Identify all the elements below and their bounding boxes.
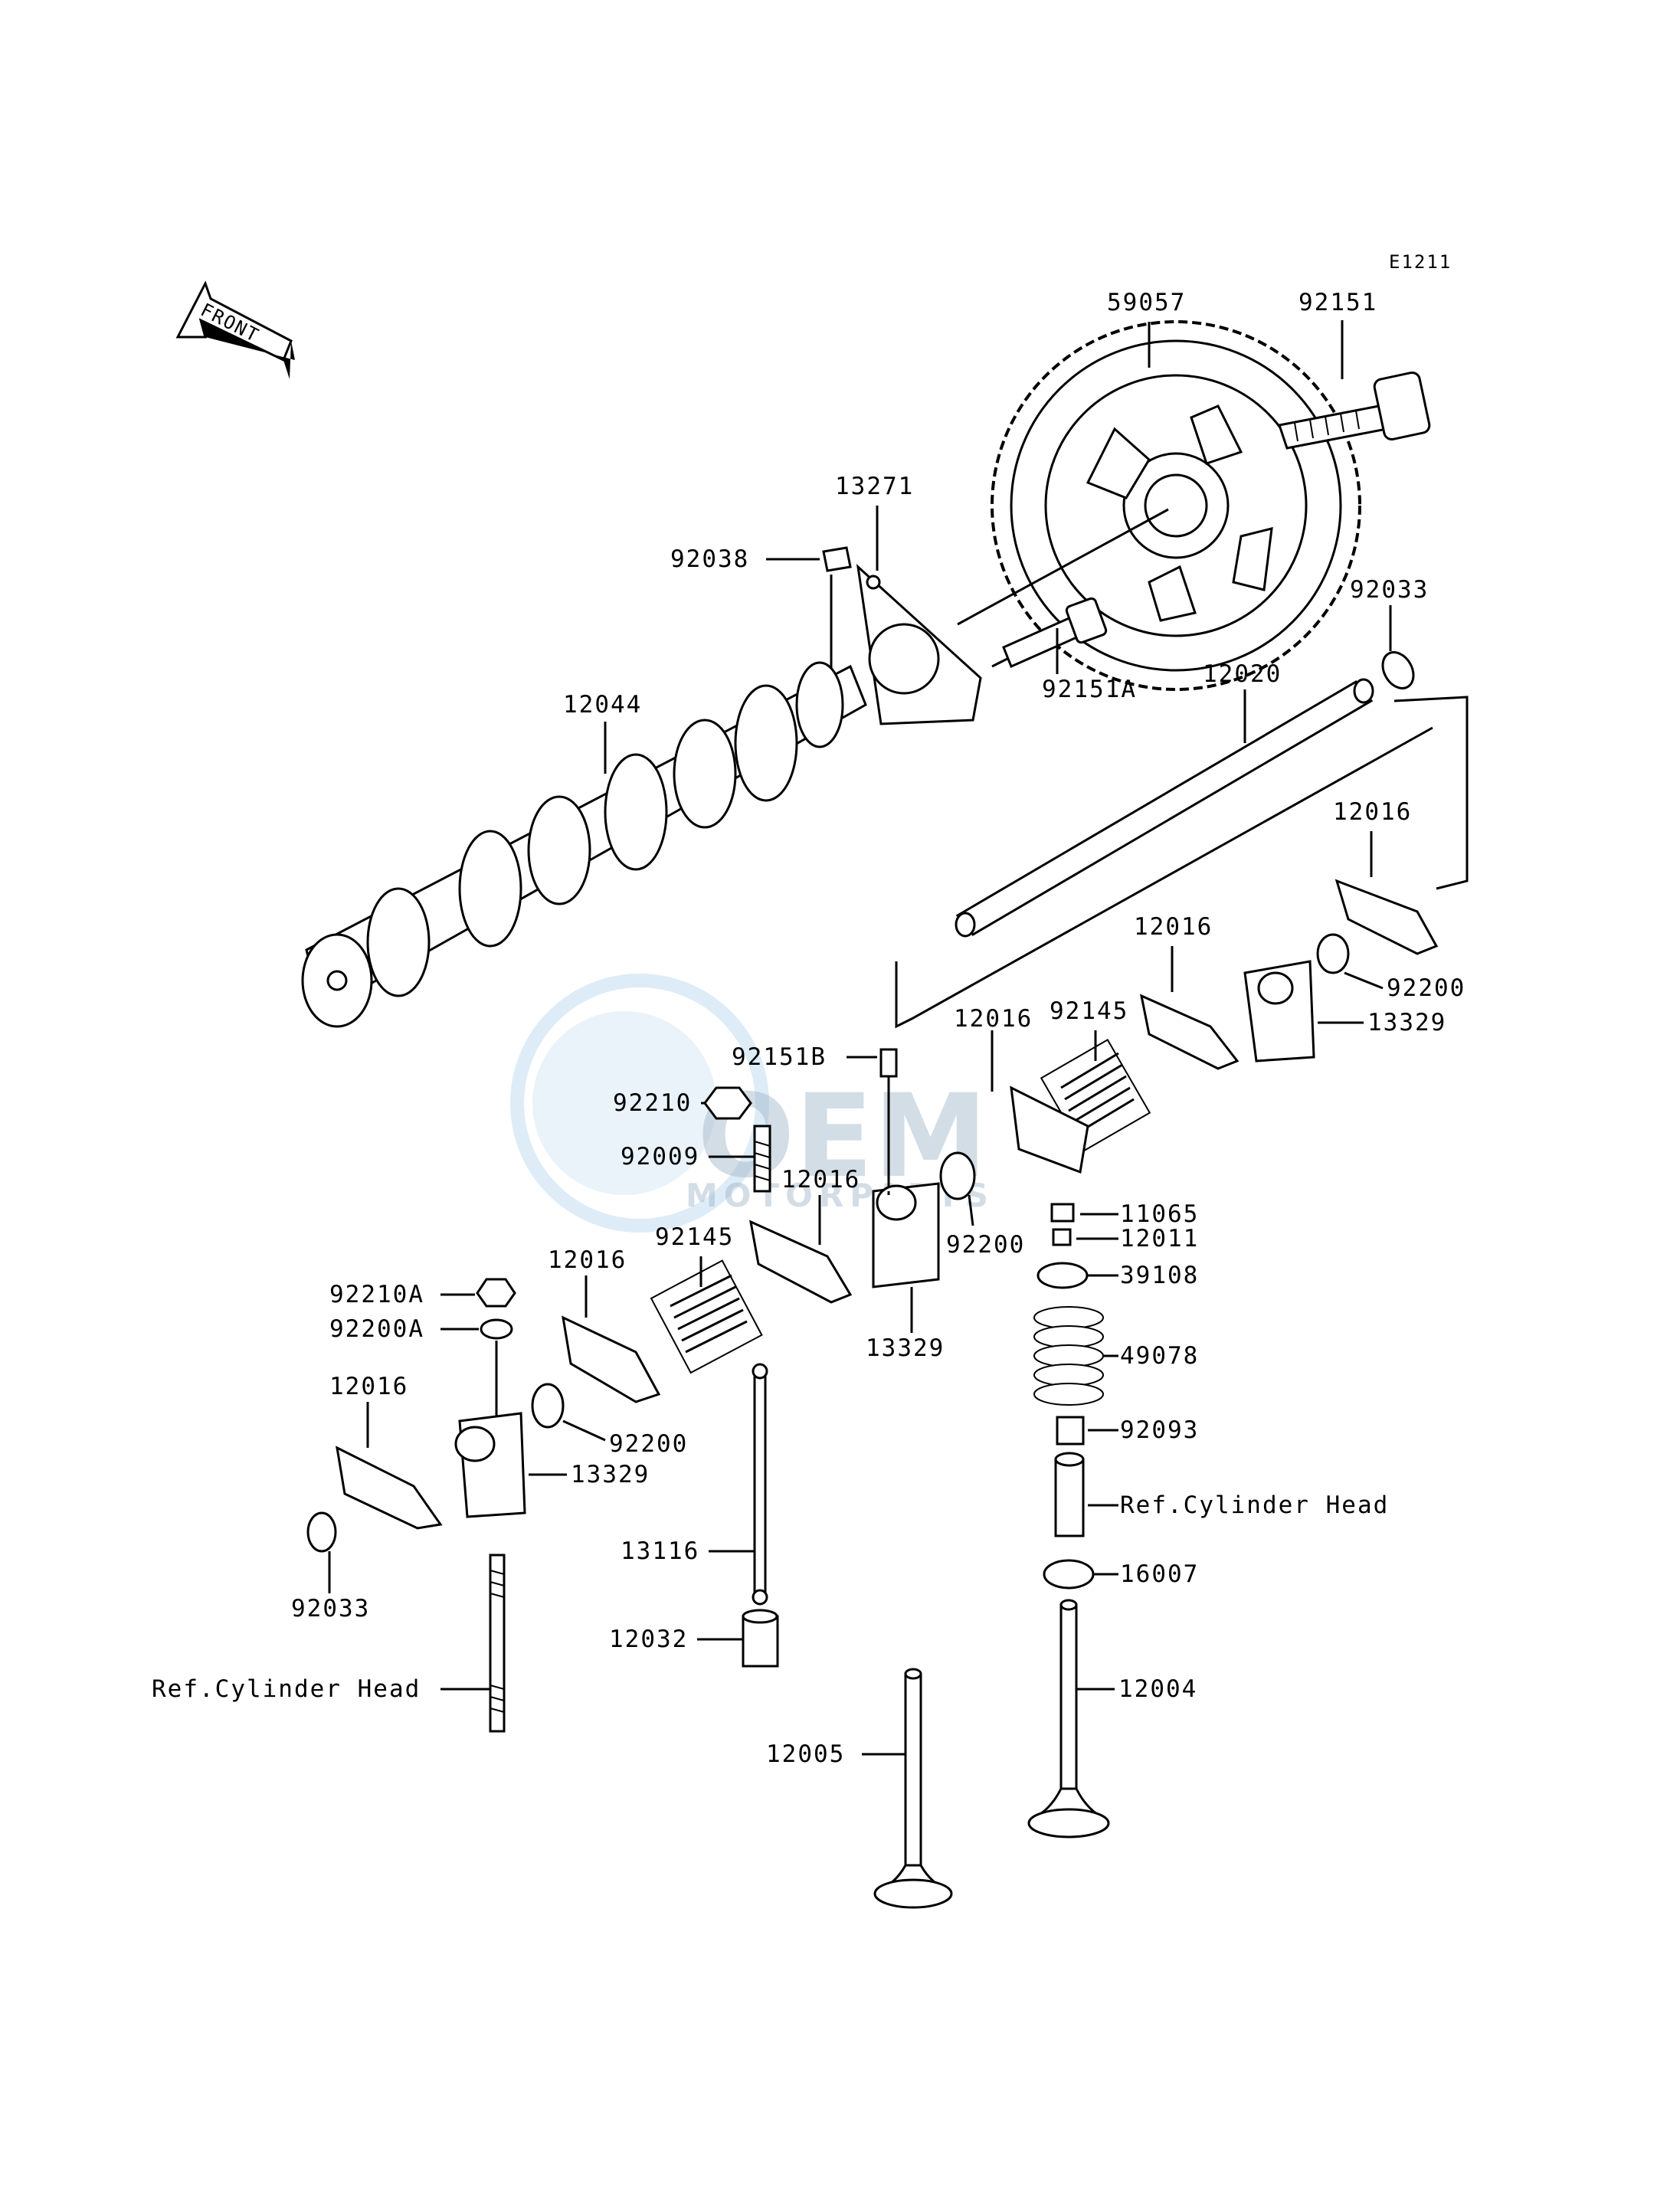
callout-11065: 11065 [1120, 1200, 1199, 1228]
valve-guide [1054, 1452, 1085, 1537]
thrust-plate [856, 564, 982, 725]
callout-92151A: 92151A [1042, 676, 1137, 703]
cotter-cap [1050, 1203, 1075, 1223]
nut-a [476, 1278, 516, 1308]
gear-bolt [1278, 371, 1431, 450]
callout-92145-a: 92145 [1050, 997, 1128, 1025]
adjust-screw [879, 1048, 898, 1078]
washer-a [1316, 933, 1350, 974]
rocker-shaft [955, 678, 1374, 938]
callout-12011: 12011 [1120, 1225, 1199, 1252]
callout-12020: 12020 [1203, 660, 1282, 688]
adjust-screw-2 [753, 1125, 771, 1193]
callout-12004: 12004 [1118, 1675, 1197, 1703]
callout-12016-e: 12016 [548, 1246, 627, 1274]
callout-13271: 13271 [835, 473, 914, 500]
valve-cotter [1052, 1228, 1072, 1246]
rocker-spring-b [650, 1259, 763, 1374]
rocker-support-a [1243, 960, 1315, 1062]
woodruff-key [822, 546, 852, 572]
callout-92009: 92009 [621, 1143, 699, 1171]
ref-cylinder-head-right: Ref.Cylinder Head [1120, 1491, 1389, 1519]
spring-seat [1043, 1559, 1095, 1590]
callout-92093: 92093 [1120, 1416, 1199, 1444]
callout-12016-a: 12016 [1333, 798, 1412, 826]
camshaft-gear [991, 320, 1361, 691]
callout-92200A: 92200A [329, 1315, 424, 1343]
callout-92033-top: 92033 [1350, 576, 1429, 604]
callout-59057: 59057 [1107, 289, 1186, 316]
callout-12016-f: 12016 [329, 1373, 408, 1400]
callout-13329-c: 13329 [571, 1461, 650, 1488]
callout-92033-bottom: 92033 [291, 1595, 370, 1622]
callout-92151: 92151 [1298, 289, 1377, 316]
callout-92200-b: 92200 [946, 1231, 1025, 1259]
washer-b [939, 1151, 976, 1200]
callout-12032: 12032 [609, 1626, 688, 1653]
watermark-main: OEM [697, 1070, 987, 1203]
callout-92038: 92038 [670, 545, 749, 573]
rocker-arm-d [749, 1220, 853, 1304]
valve-spring [1033, 1306, 1104, 1406]
lock-nut [703, 1086, 752, 1120]
push-rod [752, 1363, 768, 1606]
exhaust-valve [873, 1668, 953, 1909]
callout-12044: 12044 [563, 691, 642, 719]
rocker-arm-a [1335, 879, 1439, 955]
intake-valve [1027, 1599, 1110, 1838]
callout-12016-b: 12016 [1134, 913, 1213, 941]
callout-92210A: 92210A [329, 1281, 424, 1308]
callout-13329-b: 13329 [866, 1334, 945, 1362]
rocker-arm-e [562, 1315, 661, 1403]
front-arrow-icon: FRONT [175, 280, 295, 379]
callout-12016-d: 12016 [781, 1166, 860, 1193]
washer-a2 [480, 1318, 513, 1340]
callout-92200-a: 92200 [1387, 974, 1465, 1002]
callout-12016-c: 12016 [954, 1005, 1033, 1033]
rocker-support-c [454, 1412, 526, 1518]
plate-bolt [1002, 597, 1108, 669]
camshaft [301, 661, 867, 1028]
callout-13116: 13116 [621, 1537, 699, 1565]
drawing-code: E1211 [1389, 251, 1452, 273]
watermark: OEM MOTORPARTS [510, 974, 988, 1233]
rocker-arm-b [1139, 994, 1240, 1070]
rocker-support-b [872, 1182, 940, 1288]
callout-92151B: 92151B [732, 1043, 827, 1071]
washer-c [531, 1383, 565, 1429]
circlip-top [1381, 651, 1415, 689]
callout-92145-b: 92145 [655, 1223, 734, 1251]
spring-retainer [1036, 1262, 1089, 1289]
stem-seal [1056, 1416, 1085, 1446]
rocker-arm-c [1010, 1085, 1089, 1174]
callout-39108: 39108 [1120, 1262, 1199, 1289]
callout-16007: 16007 [1120, 1560, 1199, 1588]
circlip-bottom [306, 1511, 337, 1553]
callout-92200-c: 92200 [609, 1430, 688, 1458]
stud-bolt [489, 1554, 506, 1733]
callout-49078: 49078 [1120, 1342, 1199, 1370]
callout-12005: 12005 [766, 1740, 845, 1768]
callout-92210: 92210 [613, 1089, 692, 1117]
callout-13329-a: 13329 [1367, 1009, 1446, 1036]
rocker-arm-f [336, 1446, 443, 1530]
ref-cylinder-head-left: Ref.Cylinder Head [152, 1675, 421, 1703]
tappet [742, 1609, 779, 1668]
